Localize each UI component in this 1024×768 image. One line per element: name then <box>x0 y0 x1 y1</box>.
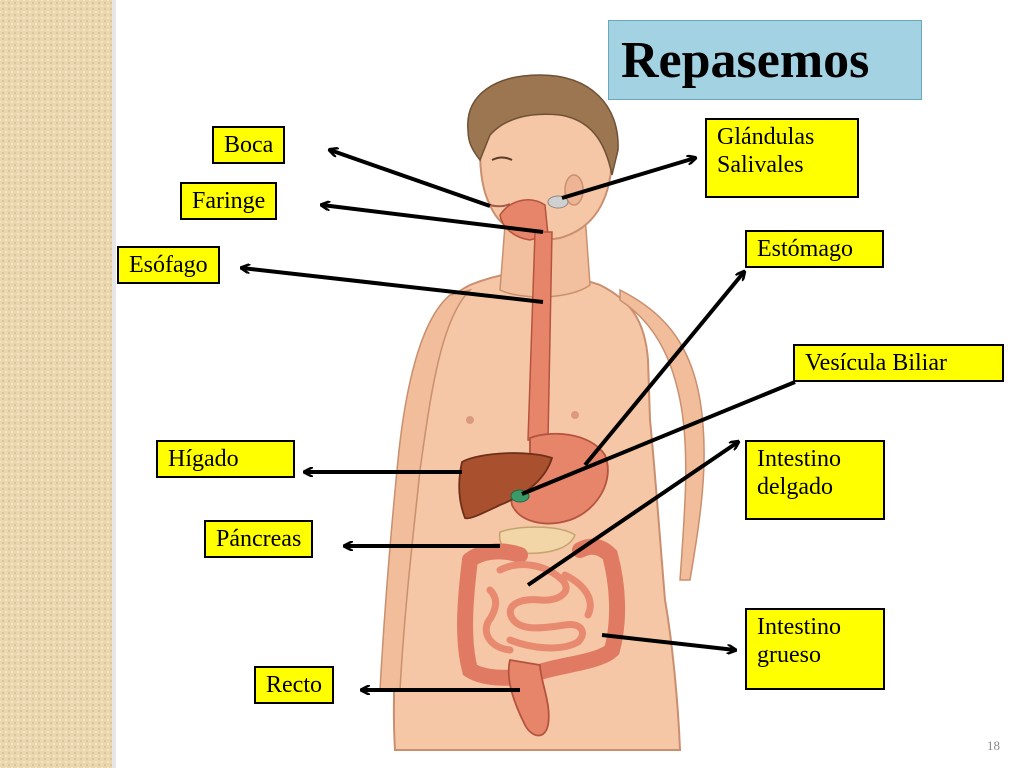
pointer-arrows <box>242 150 796 690</box>
label-pancreas: Páncreas <box>204 520 314 558</box>
label-intestino-grueso-line1: Intestino <box>757 614 841 640</box>
arrow-esofago <box>242 268 544 304</box>
label-estomago: Estómago <box>745 230 884 268</box>
label-higado: Hígado <box>156 440 295 478</box>
decorative-side-strip <box>0 0 112 768</box>
label-glandulas-salivales: Glándulas Salivales <box>705 118 859 198</box>
label-glandulas-line2: Salivales <box>717 152 804 178</box>
arrow-glandulas <box>561 158 695 200</box>
label-intestino-grueso-line2: grueso <box>757 642 821 668</box>
line-vesicula <box>521 380 796 496</box>
label-intestino-delgado: Intestino delgado <box>745 440 885 520</box>
label-faringe: Faringe <box>180 182 278 220</box>
slide-title: Repasemos <box>621 32 870 89</box>
arrow-boca <box>330 150 491 208</box>
digestive-organs <box>457 195 626 737</box>
label-glandulas-line1: Glándulas <box>717 124 815 150</box>
arrow-intestino-grueso <box>601 633 735 650</box>
page-number: 18 <box>987 738 1000 753</box>
label-recto: Recto <box>254 666 334 704</box>
arrow-intestino-delgado <box>526 442 738 587</box>
label-intestino-grueso: Intestino grueso <box>745 608 885 690</box>
label-boca: Boca <box>212 126 286 164</box>
label-intestino-delgado-line2: delgado <box>757 474 833 500</box>
label-intestino-delgado-line1: Intestino <box>757 446 841 472</box>
arrow-faringe <box>322 205 544 234</box>
label-vesicula-biliar: Vesícula Biliar <box>793 344 1004 382</box>
label-esofago: Esófago <box>117 246 220 284</box>
arrow-estomago <box>583 272 744 467</box>
strip-edge <box>112 0 116 768</box>
title-box: Repasemos <box>608 20 922 100</box>
